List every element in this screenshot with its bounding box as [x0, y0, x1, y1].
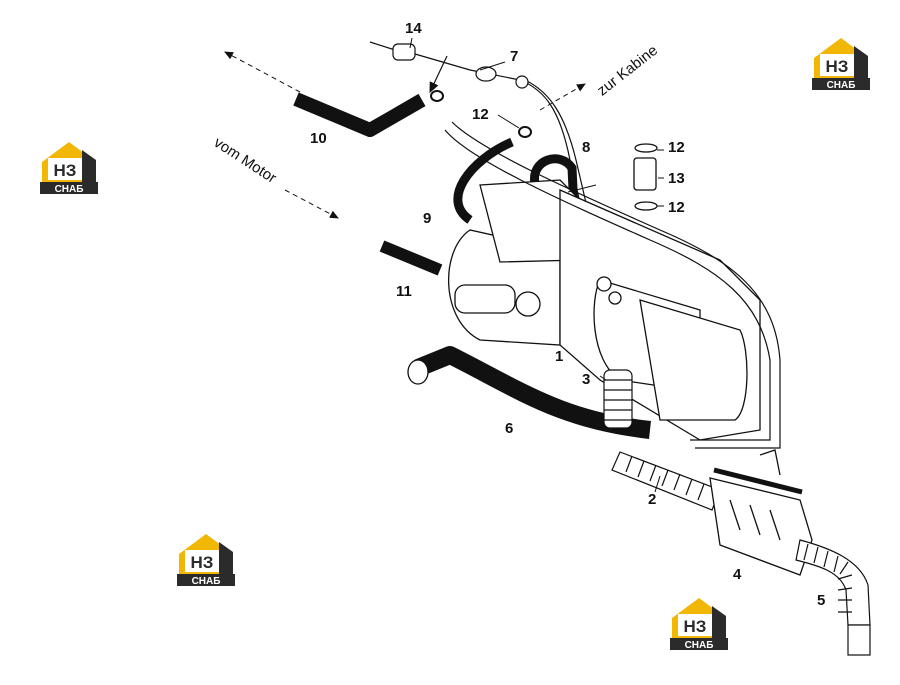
callout-5: 5: [817, 592, 826, 609]
hose-6-end: [407, 359, 429, 385]
clamp-rings: [430, 90, 532, 138]
hose-9: [453, 137, 514, 224]
callout-3: 3: [582, 371, 591, 388]
callout-11: 11: [396, 283, 412, 300]
callout-12-clip-upper: 12: [668, 139, 685, 156]
hose-8: [530, 154, 579, 211]
callout-6: 6: [505, 420, 514, 437]
watermark-logo: НЗ СНАБ: [810, 34, 872, 92]
callout-9: 9: [423, 210, 432, 227]
svg-text:СНАБ: СНАБ: [192, 576, 221, 587]
callout-4: 4: [733, 566, 742, 583]
callout-7: 7: [510, 48, 519, 65]
svg-text:НЗ: НЗ: [684, 617, 707, 636]
hose-10: [293, 92, 426, 137]
callout-13: 13: [668, 170, 685, 187]
callout-8: 8: [582, 139, 591, 156]
tail-pipe-5: [795, 539, 871, 656]
callout-10: 10: [310, 130, 327, 147]
corrugated-pipe-3: [603, 369, 633, 429]
svg-text:НЗ: НЗ: [826, 57, 849, 76]
hose-clips-and-sleeve: [633, 143, 658, 211]
svg-text:НЗ: НЗ: [54, 161, 77, 180]
svg-text:НЗ: НЗ: [191, 553, 214, 572]
arrow-out-left: [224, 51, 301, 93]
callout-2: 2: [648, 491, 657, 508]
arrow-to-cab: [539, 83, 586, 111]
callout-12-clip-lower: 12: [668, 199, 685, 216]
watermark-logo: НЗ СНАБ: [175, 530, 237, 588]
callout-1: 1: [555, 348, 564, 365]
mounting-bracket-inner: [451, 121, 781, 449]
hose-11: [379, 240, 443, 276]
callout-12-top: 12: [472, 106, 489, 123]
control-cable: [369, 41, 605, 281]
mounting-bracket: [444, 129, 771, 441]
watermark-logo: НЗ СНАБ: [38, 138, 100, 196]
svg-text:СНАБ: СНАБ: [685, 640, 714, 651]
leader-lines: [409, 37, 664, 493]
arrow-from-engine: [284, 189, 339, 219]
silencer-4: [709, 449, 813, 576]
svg-text:СНАБ: СНАБ: [827, 80, 856, 91]
callout-14: 14: [405, 20, 422, 37]
watermark-logo: НЗ СНАБ: [668, 594, 730, 652]
exhaust-pipe-2: [611, 451, 721, 511]
svg-text:СНАБ: СНАБ: [55, 184, 84, 195]
